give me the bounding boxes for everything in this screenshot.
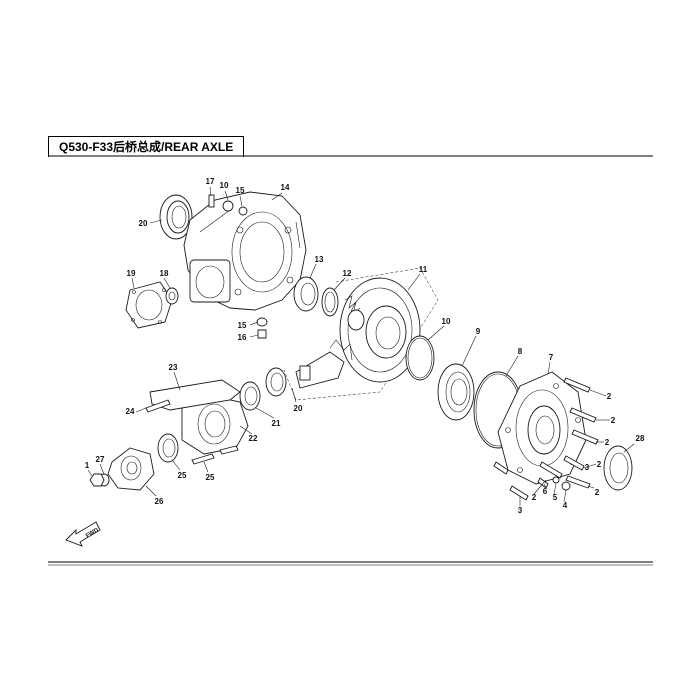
callout-5: 5 — [553, 493, 558, 502]
pinion-gear — [295, 339, 353, 389]
differential-bearing-left — [293, 276, 319, 312]
callout-15-upper: 15 — [236, 186, 245, 195]
flange-nut-washer — [89, 473, 110, 487]
shim-ring-left — [321, 287, 339, 317]
lower-fasteners — [493, 461, 571, 501]
callout-10-upper: 10 — [220, 181, 229, 190]
page-frame — [48, 155, 653, 566]
drive-flange — [107, 447, 155, 491]
differential-bearing-right — [437, 363, 475, 421]
callout-2-e: 2 — [595, 488, 600, 497]
callout-9: 9 — [476, 327, 481, 336]
differential-cover — [497, 371, 587, 485]
small-bearing — [165, 287, 179, 305]
callout-2-f: 2 — [532, 493, 537, 502]
callout-19: 19 — [127, 269, 136, 278]
callout-23: 22 — [249, 434, 258, 443]
oil-seal-upper — [159, 194, 193, 240]
callout-20-upper: 20 — [139, 219, 148, 228]
callout-25-left: 24 — [126, 407, 135, 416]
pinion-bearings — [239, 367, 287, 411]
callout-2-b: 2 — [611, 416, 616, 425]
callout-8: 8 — [518, 347, 523, 356]
cover-bolts — [539, 377, 599, 489]
callout-3-a: 3 — [585, 463, 590, 472]
callout-3-b: 3 — [518, 506, 523, 515]
diagram-title: Q530-F33后桥总成/REAR AXLE — [59, 140, 234, 154]
o-ring — [405, 335, 435, 381]
callout-2-c: 2 — [605, 438, 610, 447]
callout-28: 27 — [96, 455, 105, 464]
callout-11: 11 — [419, 265, 428, 274]
callout-6: 6 — [543, 487, 548, 496]
callout-13: 13 — [315, 255, 324, 264]
callout-7: 7 — [549, 353, 554, 362]
callout-22: 21 — [272, 419, 281, 428]
callout-leader-lines — [87, 186, 635, 506]
callout-12: 12 — [343, 269, 352, 278]
callout-16: 16 — [238, 333, 247, 342]
rear-axle-housing — [183, 191, 307, 311]
oil-seal-right — [603, 445, 633, 491]
input-gasket — [149, 379, 241, 411]
input-housing — [181, 395, 249, 455]
callout-24: 23 — [169, 363, 178, 372]
callout-17: 17 — [206, 177, 215, 186]
callout-20-right: 28 — [636, 434, 645, 443]
callout-1: 1 — [85, 461, 90, 470]
callout-27: 26 — [155, 497, 164, 506]
input-housing-bolts — [145, 399, 239, 465]
ring-gear-assembly — [283, 267, 439, 401]
input-seal — [157, 433, 179, 463]
callout-21: 20 — [294, 404, 303, 413]
callout-18: 18 — [160, 269, 169, 278]
breather-plug-parts — [208, 194, 248, 216]
drain-plug-parts — [256, 317, 268, 339]
callout-4: 4 — [563, 501, 568, 510]
callout-10-lower: 10 — [442, 317, 451, 326]
housing-gasket — [125, 281, 173, 329]
callout-14: 14 — [281, 183, 290, 192]
callout-25-bottom: 25 — [206, 473, 215, 482]
callout-labels: 20 17 10 15 14 19 18 13 12 11 10 9 8 7 1… — [85, 177, 645, 515]
callout-15-lower: 15 — [238, 321, 247, 330]
diagram-title-box: Q530-F33后桥总成/REAR AXLE — [48, 136, 245, 157]
callout-2-d: 2 — [597, 460, 602, 469]
callout-2-a: 2 — [607, 392, 612, 401]
forward-direction-arrow: FWD — [65, 521, 101, 547]
callout-26: 25 — [178, 471, 187, 480]
